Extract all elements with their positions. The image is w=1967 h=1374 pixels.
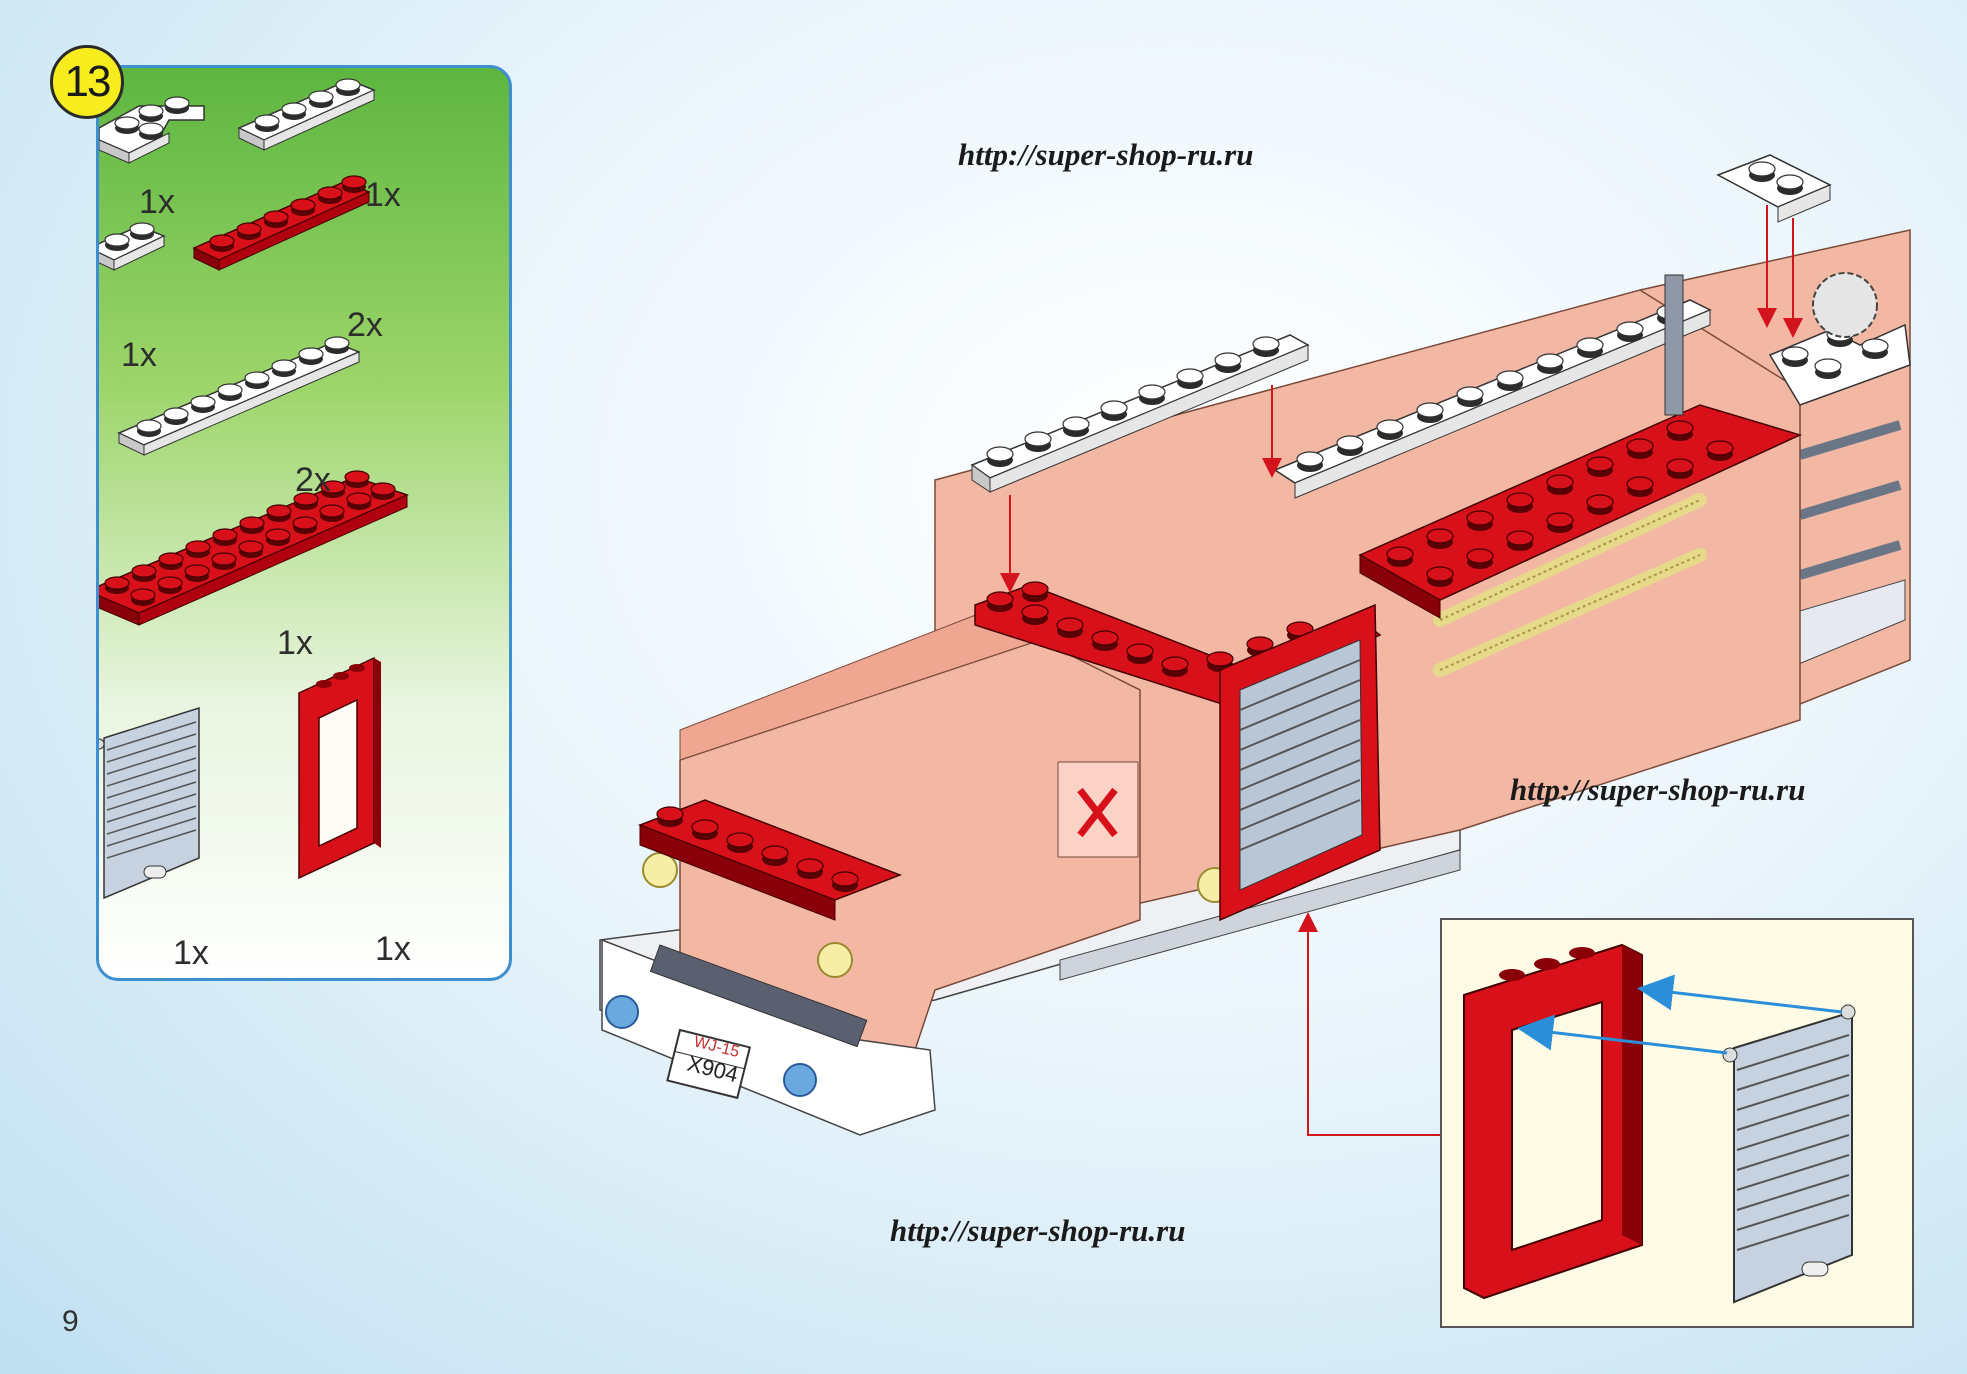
- grey-shutter-icon: [1722, 1004, 1856, 1304]
- red-door-frame-icon: [298, 656, 381, 880]
- white-1x8-plate-incoming: [970, 334, 1310, 493]
- white-1x4-plate-icon: [237, 78, 376, 151]
- shutter-into-frame-drawing: [1463, 943, 1856, 1304]
- red-2x10-plate-on-body: [1358, 404, 1803, 619]
- watermark-text: http://super-shop-ru.ru: [890, 1213, 1186, 1248]
- quantity-label: 1x: [121, 336, 157, 374]
- quantity-label: 1x: [375, 930, 411, 968]
- step-number-badge: 13: [50, 45, 124, 119]
- installed-shutter-door: [1219, 603, 1381, 922]
- quantity-label: 1x: [139, 183, 175, 221]
- gear-icon: [1812, 272, 1878, 338]
- quantity-label: 1x: [277, 624, 313, 662]
- ladder-post: [1664, 274, 1684, 416]
- white-l-plate-icon: [99, 96, 205, 164]
- watermark-text: http://super-shop-ru.ru: [958, 137, 1254, 172]
- license-plate: [666, 1028, 752, 1100]
- parts-list-drawings: [99, 78, 410, 900]
- watermark-text: http://super-shop-ru.ru: [1510, 772, 1806, 807]
- placement-arrows: [1000, 205, 1803, 1136]
- quantity-label: 1x: [365, 176, 401, 214]
- page-number: 9: [62, 1305, 79, 1338]
- truck-cab: [679, 589, 1141, 1081]
- quantity-label: 2x: [347, 306, 383, 344]
- red-2x10-plate-icon: [99, 470, 410, 626]
- sub-assembly-inset: [1440, 918, 1914, 1328]
- white-1x8-plate-icon: [117, 336, 361, 456]
- insertion-arrows: [1517, 974, 1843, 1055]
- quantity-label: 2x: [295, 461, 331, 499]
- white-1x2-plate-incoming: [1716, 154, 1832, 223]
- red-door-frame-icon: [1463, 943, 1643, 1300]
- step-number: 13: [64, 57, 112, 106]
- quantity-label: 1x: [173, 934, 209, 972]
- parts-list-panel: 1x 1x 1x 2x 2x 1x 1x 1x: [96, 65, 512, 981]
- white-1x2-plate-icon: [99, 222, 166, 271]
- red-1x6-plate-icon: [192, 175, 371, 271]
- grey-shutter-icon: [99, 706, 200, 900]
- red-1x6-plate-on-cab: [637, 799, 903, 921]
- white-1x8-plate-on-body: [1273, 299, 1712, 499]
